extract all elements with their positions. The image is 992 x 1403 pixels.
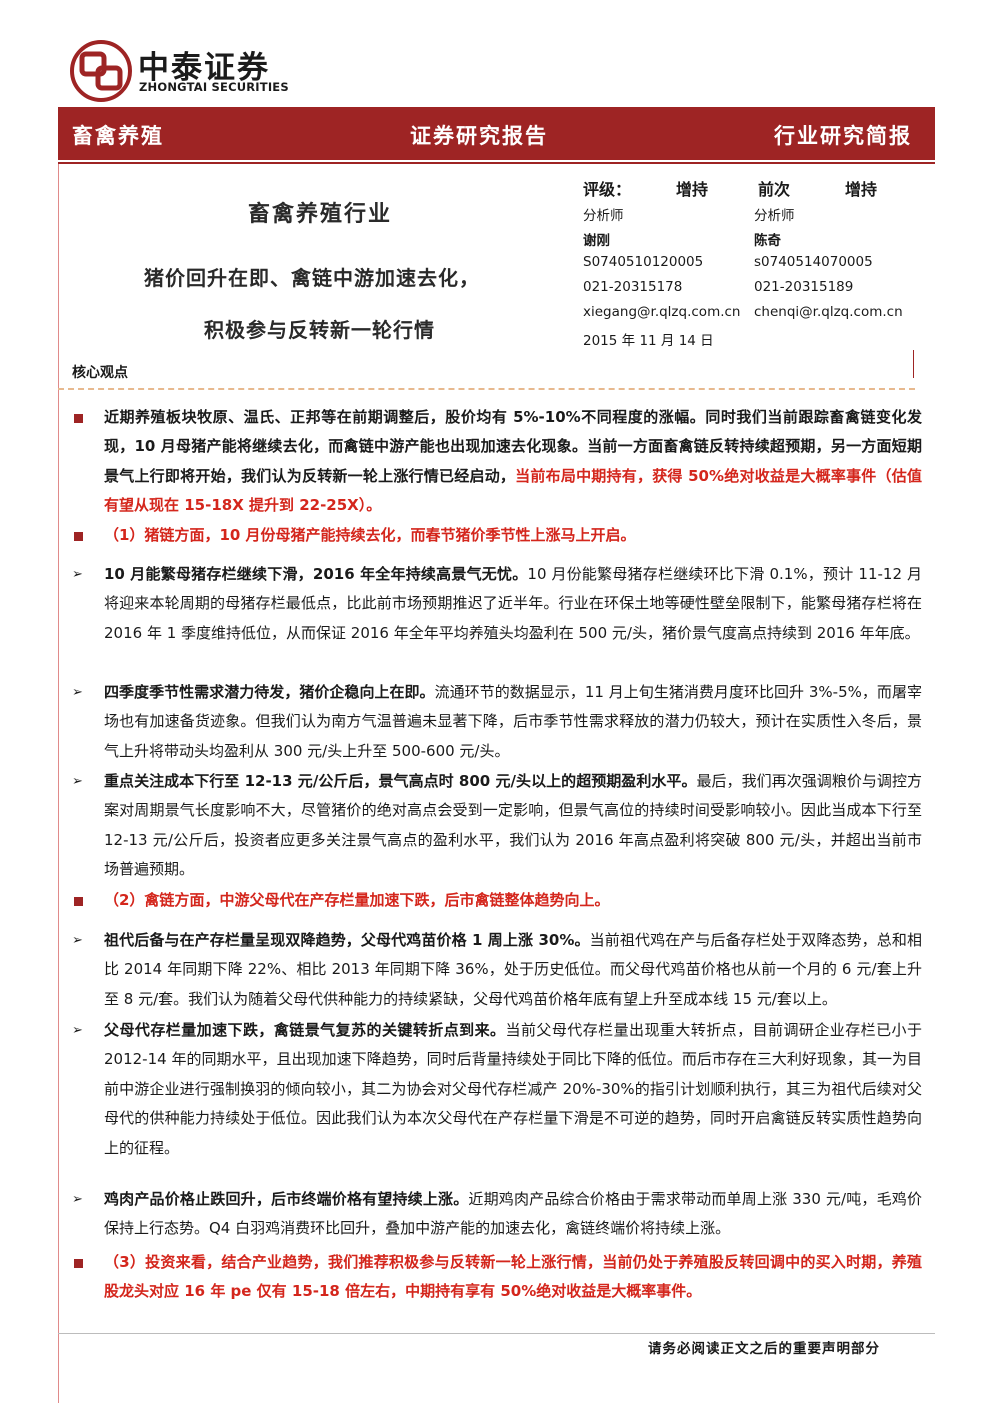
point-4-text: 当前祖代鸡在产与后备存栏处于双降态势，总和相比 2014 年同期下降 22%、相…: [104, 931, 922, 1008]
analyst-2-email[interactable]: chenqi@r.qlzq.com.cn: [754, 304, 903, 320]
banner-report-type: 证券研究报告: [410, 124, 548, 148]
square-bullet-icon: [74, 1259, 83, 1268]
point-2: 四季度季节性需求潜力待发，猪价企稳向上在即。流通环节的数据显示，11 月上旬生猪…: [104, 678, 922, 766]
point-3-lead: 重点关注成本下行至 12-13 元/公斤后，景气高点时 800 元/头以上的超预…: [104, 772, 697, 790]
square-bullet-icon: [74, 414, 83, 423]
section-3-heading: （3）投资来看，结合产业趋势，我们推荐积极参与反转新一轮上涨行情，当前仍处于养殖…: [104, 1253, 922, 1301]
banner-underline: [58, 162, 935, 164]
analyst-2-role: 分析师: [754, 208, 795, 224]
arrow-bullet-icon: ➢: [72, 1192, 83, 1207]
footer-rule: [58, 1333, 935, 1334]
rating-previous-label: 前次: [758, 180, 791, 199]
square-bullet-icon: [74, 897, 83, 906]
point-1-lead: 10 月能繁母猪存栏继续下滑，2016 年全年持续高景气无忧。: [104, 565, 528, 583]
arrow-bullet-icon: ➢: [72, 1023, 83, 1038]
point-5-text: 当前父母代存栏量出现重大转折点，目前调研企业存栏已小于 2012-14 年的同期…: [104, 1021, 922, 1157]
intro-paragraph: 近期养殖板块牧原、温氏、正邦等在前期调整后，股价均有 5%-10%不同程度的涨幅…: [104, 403, 922, 521]
point-6: 鸡肉产品价格止跌回升，后市终端价格有望持续上涨。近期鸡肉产品综合价格由于需求带动…: [104, 1185, 922, 1244]
headline-line-2: 积极参与反转新一轮行情: [204, 318, 435, 342]
rating-label: 评级：: [583, 180, 632, 199]
footer-disclaimer-note: 请务必阅读正文之后的重要声明部分: [648, 1341, 880, 1357]
point-4: 祖代后备与在产存栏量呈现双降趋势，父母代鸡苗价格 1 周上涨 30%。当前祖代鸡…: [104, 926, 922, 1014]
arrow-bullet-icon: ➢: [72, 933, 83, 948]
analyst-1-phone: 021-20315178: [583, 279, 683, 295]
intro-highlight: 当前布局中期持有，获得 50%绝对收益是大概率事件（估值有望从现在 15-18X…: [104, 466, 922, 515]
point-3-text: 最后，我们再次强调粮价与调控方案对周期景气长度影响不大，尽管猪价的绝对高点会受到…: [104, 772, 922, 879]
analyst-1-name: 谢刚: [583, 233, 610, 249]
header-banner: [58, 107, 935, 160]
rating-current: 增持: [676, 180, 709, 199]
core-view-dashed-rule: [58, 388, 915, 390]
brand-name-en: ZHONGTAI SECURITIES: [139, 80, 289, 94]
brand-name-cn: 中泰证券: [138, 50, 270, 86]
analyst-1-cert: S0740510120005: [583, 254, 704, 270]
point-1: 10 月能繁母猪存栏继续下滑，2016 年全年持续高景气无忧。10 月份能繁母猪…: [104, 560, 922, 648]
banner-sector: 畜禽养殖: [72, 124, 164, 148]
section-1-heading: （1）猪链方面，10 月份母猪产能持续去化，而春节猪价季节性上涨马上开启。: [104, 526, 636, 544]
industry-title: 畜禽养殖行业: [248, 202, 393, 227]
point-1-text: 10 月份能繁母猪存栏继续环比下滑 0.1%，预计 11-12 月将迎来本轮周期…: [104, 565, 922, 642]
analyst-1-role: 分析师: [583, 208, 624, 224]
arrow-bullet-icon: ➢: [72, 774, 83, 789]
point-5: 父母代存栏量加速下跌，禽链景气复苏的关键转折点到来。当前父母代存栏量出现重大转折…: [104, 1016, 922, 1163]
arrow-bullet-icon: ➢: [72, 685, 83, 700]
point-2-lead: 四季度季节性需求潜力待发，猪价企稳向上在即。: [104, 683, 435, 701]
point-6-text: 近期鸡肉产品综合价格由于需求带动而单周上涨 330 元/吨，毛鸡价保持上行态势。…: [104, 1190, 922, 1238]
analyst-2-name: 陈奇: [754, 233, 781, 249]
point-5-lead: 父母代存栏量加速下跌，禽链景气复苏的关键转折点到来。: [104, 1021, 506, 1039]
intro-text: 近期养殖板块牧原、温氏、正邦等在前期调整后，股价均有 5%-10%不同程度的涨幅…: [104, 408, 922, 485]
headline-line-1: 猪价回升在即、禽链中游加速去化，: [144, 266, 480, 290]
rating-previous: 增持: [845, 180, 878, 199]
left-margin-rule: [58, 164, 59, 1403]
core-view-heading: 核心观点: [72, 365, 128, 381]
point-6-lead: 鸡肉产品价格止跌回升，后市终端价格有望持续上涨。: [104, 1190, 469, 1208]
report-date: 2015 年 11 月 14 日: [583, 333, 714, 349]
square-bullet-icon: [74, 532, 83, 541]
banner-report-kind: 行业研究简报: [774, 124, 912, 148]
rating-divider: [913, 350, 914, 378]
point-2-text: 流通环节的数据显示，11 月上旬生猪消费月度环比回升 3%-5%，而屠宰场也有加…: [104, 683, 922, 760]
point-4-lead: 祖代后备与在产存栏量呈现双降趋势，父母代鸡苗价格 1 周上涨 30%。: [104, 931, 590, 949]
section-2-heading: （2）禽链方面，中游父母代在产存栏量加速下跌，后市禽链整体趋势向上。: [104, 891, 610, 909]
analyst-1-email[interactable]: xiegang@r.qlzq.com.cn: [583, 304, 741, 320]
company-logo-icon: [70, 40, 132, 102]
arrow-bullet-icon: ➢: [72, 567, 83, 582]
point-3: 重点关注成本下行至 12-13 元/公斤后，景气高点时 800 元/头以上的超预…: [104, 767, 922, 885]
analyst-2-cert: s0740514070005: [754, 254, 873, 270]
analyst-2-phone: 021-20315189: [754, 279, 854, 295]
